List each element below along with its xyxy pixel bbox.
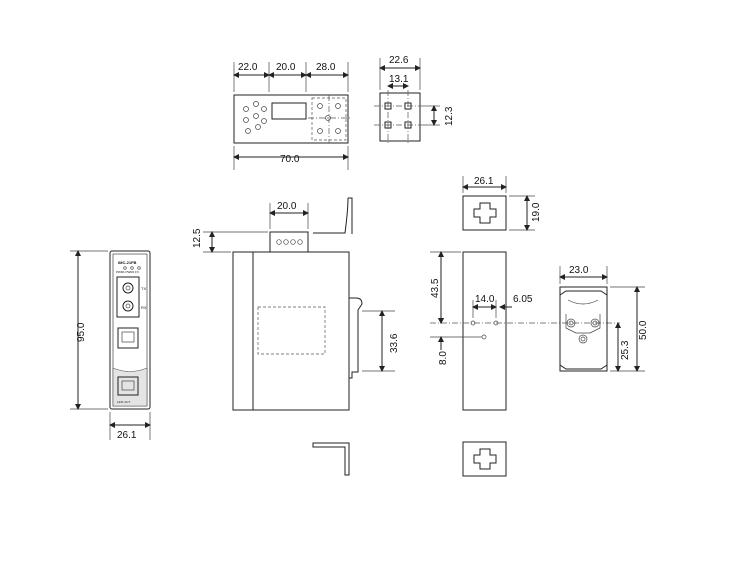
din-rail-view: 23.0 50.0 25.3: [559, 265, 649, 372]
din-rail-profile: [559, 286, 608, 372]
rj45-port-lower: [117, 376, 139, 396]
front-bottom-label: LINK ACT: [117, 400, 131, 404]
din-clip: [349, 297, 363, 379]
top-view-body: [233, 94, 349, 144]
dim-rail-height: 50.0: [638, 320, 649, 340]
dim-front-width: 26.1: [117, 430, 137, 441]
front-view: IMC-21FB PWR1 PWR2 FX TX RX LINK ACT 95.…: [70, 250, 151, 441]
dim-bracket-inner: 13.1: [389, 74, 409, 85]
top-view: 22.0 20.0 28.0 70.0: [233, 62, 350, 170]
dim-side-top-h: 12.5: [192, 228, 203, 248]
mount-plate-bottom: [462, 441, 507, 477]
rear-view: 26.1 19.0 43.5 14.0 6.05 8.0: [430, 176, 620, 477]
top-view-vent-holes: [243, 101, 341, 134]
dim-front-height: 95.0: [76, 322, 87, 342]
mount-screw-bottom: [473, 448, 497, 470]
mount-plate-top: [462, 195, 507, 231]
rear-body: [462, 251, 507, 411]
dim-mount-spacing: 14.0: [475, 294, 495, 305]
top-view-window: [271, 102, 307, 120]
front-rx-label: RX: [141, 305, 147, 310]
dim-top-w3: 28.0: [316, 62, 336, 73]
dim-mount-width: 26.1: [474, 176, 494, 187]
side-body: [232, 251, 350, 411]
dim-mount-offset-top: 43.5: [430, 278, 441, 298]
mount-screw-top: [473, 202, 497, 224]
front-led-labels: PWR1 PWR2 FX: [116, 270, 139, 274]
bracket-view: 22.6 13.1 12.3: [374, 55, 455, 145]
dim-top-total: 70.0: [280, 154, 300, 165]
dim-top-w2: 20.0: [276, 62, 296, 73]
dim-bracket-h: 12.3: [444, 106, 455, 126]
dim-mount-spacing2: 6.05: [513, 294, 533, 305]
front-model-label: IMC-21FB: [118, 260, 137, 265]
side-mount-bracket-bottom: [312, 442, 350, 476]
side-terminal-block: [269, 231, 309, 253]
dim-bracket-w: 22.6: [389, 55, 409, 66]
dim-side-top-w: 20.0: [277, 201, 297, 212]
side-label-area: [257, 306, 326, 355]
rj45-port-upper: [117, 327, 139, 349]
front-panel-body: [109, 250, 151, 410]
dim-rail-width: 23.0: [569, 265, 589, 276]
dim-mount-height: 19.0: [531, 202, 542, 222]
dim-rail-offset: 25.3: [620, 340, 631, 360]
dim-side-height: 33.6: [389, 333, 400, 353]
dim-mount-offset-below: 8.0: [438, 351, 449, 365]
mount-holes: [470, 320, 499, 340]
fiber-port: [116, 276, 140, 318]
bracket-plate: [379, 92, 421, 142]
dim-top-w1: 22.0: [238, 62, 258, 73]
side-view: 20.0 12.5 33.6: [192, 197, 400, 476]
front-tx-label: TX: [141, 286, 146, 291]
